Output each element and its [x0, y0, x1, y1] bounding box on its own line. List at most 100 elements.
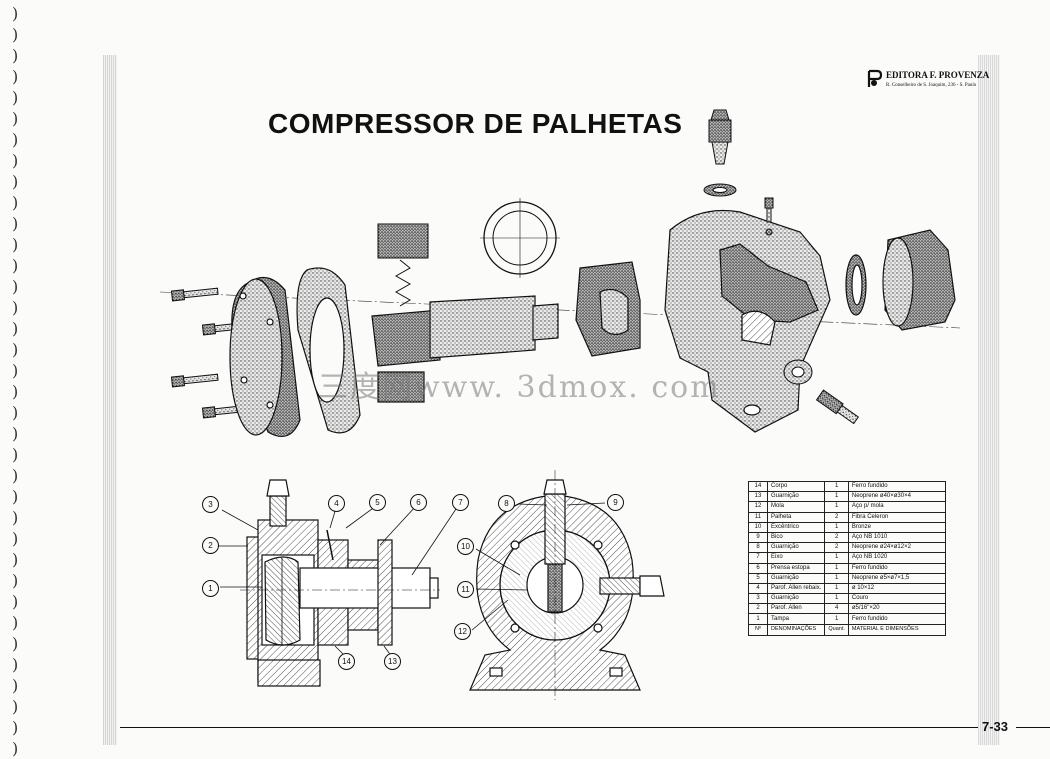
callout-9: 9 — [607, 494, 624, 511]
gland-nut — [845, 229, 956, 331]
binding-ring: ) — [12, 424, 19, 443]
cell-num: 1 — [748, 613, 768, 625]
publisher-logo-icon — [867, 69, 882, 87]
cell-material: Neoprene ø24×ø12×2 — [847, 542, 946, 554]
cell-qty: 1 — [824, 562, 849, 574]
cell-material: Aço NB 1010 — [847, 531, 946, 544]
cell-qty: 1 — [824, 480, 849, 493]
gasket-ring — [296, 267, 361, 434]
cell-num: Nº — [748, 623, 768, 636]
callout-4: 4 — [328, 495, 345, 512]
page-edge-right — [978, 55, 1000, 745]
cell-qty: 1 — [824, 613, 849, 625]
watermark: 三度网www. 3dmox. com — [318, 370, 721, 405]
binding-ring: ) — [12, 487, 19, 506]
binding-ring: ) — [12, 676, 19, 695]
callout-11: 11 — [457, 581, 474, 598]
transverse-section — [469, 470, 665, 700]
binding-ring: ) — [12, 382, 19, 401]
footer-rule-right — [1016, 727, 1050, 728]
cell-num: 12 — [748, 501, 768, 513]
binding-ring: ) — [12, 340, 19, 359]
cell-name: Parof. Allen rebaix. — [766, 582, 826, 595]
cell-name: Bico — [766, 531, 826, 544]
cell-qty: 1 — [824, 491, 849, 503]
cell-name: Guarnição — [766, 491, 826, 503]
cell-num: 7 — [748, 552, 768, 564]
binding-ring: ) — [12, 67, 19, 86]
cell-num: 3 — [748, 593, 768, 605]
cell-qty: 1 — [824, 593, 849, 605]
binding-ring: ) — [12, 214, 19, 233]
cell-material: Ferro fundido — [847, 562, 946, 574]
cell-name: Excêntrico — [766, 521, 826, 533]
cell-name: Eixo — [766, 552, 826, 564]
cell-material: Bronze — [847, 521, 946, 533]
callout-6: 6 — [410, 494, 427, 511]
cell-material: Ferro fundido — [847, 613, 946, 625]
binding-ring: ) — [12, 739, 19, 758]
cell-qty: 1 — [824, 521, 849, 533]
binding-ring: ) — [12, 403, 19, 422]
leader-lines — [218, 502, 606, 658]
binding-ring: ) — [12, 319, 19, 338]
publisher-name: EDITORA F. PROVENZA — [886, 70, 990, 80]
cell-qty: 1 — [824, 552, 849, 564]
cell-material: Couro — [847, 593, 946, 605]
cell-num: 13 — [748, 491, 768, 503]
center-line — [159, 291, 961, 329]
binding-ring: ) — [12, 550, 19, 569]
cell-name: Tampa — [766, 613, 826, 625]
binding-ring: ) — [12, 655, 19, 674]
binding-ring: ) — [12, 697, 19, 716]
binding-ring: ) — [12, 571, 19, 590]
cell-num: 2 — [748, 603, 768, 615]
binding-ring: ) — [12, 256, 19, 275]
cell-num: 14 — [748, 480, 768, 493]
binding-ring: ) — [12, 46, 19, 65]
cell-qty: 1 — [824, 572, 849, 584]
cell-material: Neoprene ø40×ø30×4 — [847, 491, 946, 503]
binding-ring: ) — [12, 235, 19, 254]
binding-ring: ) — [12, 445, 19, 464]
cell-qty: 2 — [824, 511, 849, 523]
cell-num: 9 — [748, 531, 768, 544]
binding-ring: ) — [12, 508, 19, 527]
cell-name: Palheta — [766, 511, 826, 523]
cell-num: 4 — [748, 582, 768, 595]
binding-ring: ) — [12, 193, 19, 212]
cell-name: DENOMINAÇÕES — [766, 623, 826, 636]
binding-ring: ) — [12, 613, 19, 632]
cell-qty: 1 — [824, 501, 849, 513]
cell-name: Guarnição — [766, 542, 826, 554]
cell-qty: 1 — [824, 582, 849, 595]
cell-num: 6 — [748, 562, 768, 574]
cell-num: 5 — [748, 572, 768, 584]
cell-name: Guarnição — [766, 593, 826, 605]
footer-rule — [120, 727, 978, 728]
callout-7: 7 — [452, 494, 469, 511]
cell-num: 11 — [748, 511, 768, 523]
small-screw-icon — [764, 197, 774, 236]
cell-qty: 2 — [824, 531, 849, 544]
binding-ring: ) — [12, 634, 19, 653]
rotor-shaft — [371, 295, 559, 403]
binding-ring: ) — [12, 361, 19, 380]
binding-ring: ) — [12, 109, 19, 128]
cell-name: Mola — [766, 501, 826, 513]
page-number: 7-33 — [982, 719, 1009, 734]
callout-10: 10 — [457, 538, 474, 555]
binding-ring: ) — [12, 4, 19, 23]
callout-13: 13 — [384, 653, 401, 670]
